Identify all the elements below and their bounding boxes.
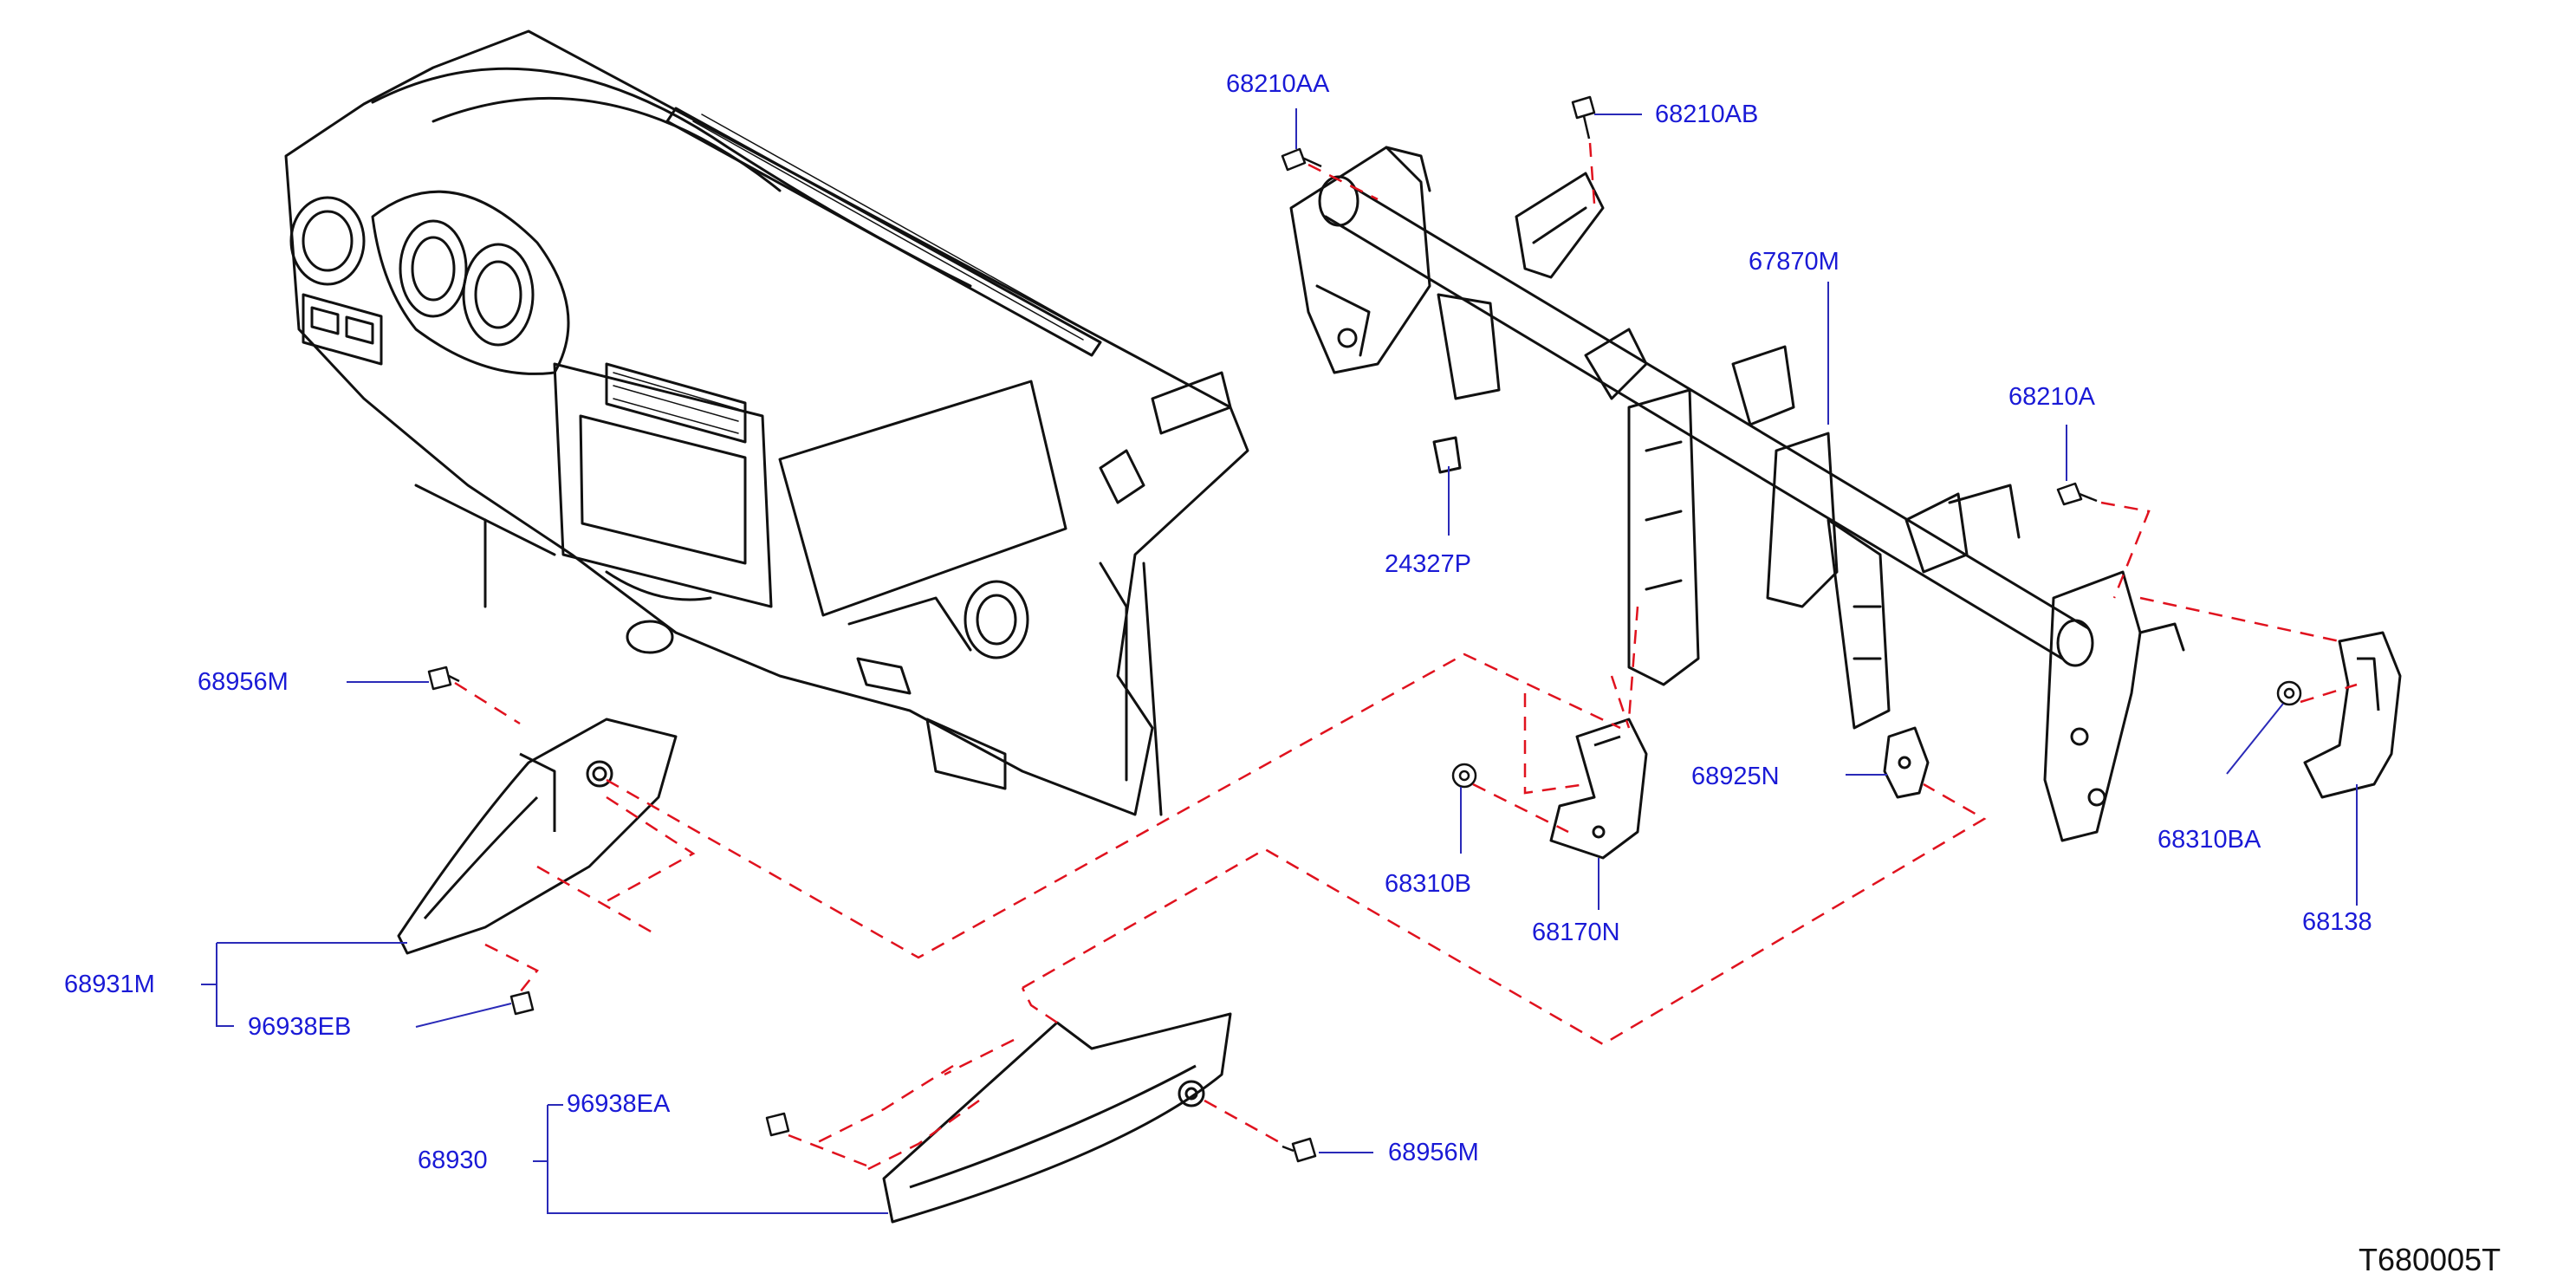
part-label-68931M[interactable]: 68931M [64,971,155,998]
cover-68930-drawing [882,1012,1232,1224]
screw-68956M-top-icon [427,666,460,691]
part-label-67870M[interactable]: 67870M [1749,248,1840,276]
part-label-68210AB[interactable]: 68210AB [1655,101,1759,128]
part-label-68310B[interactable]: 68310B [1385,870,1471,898]
screw-68956M-bottom-icon [1282,1137,1317,1163]
part-label-68925N[interactable]: 68925N [1691,763,1780,790]
part-label-96938EB[interactable]: 96938EB [248,1013,352,1041]
cover-68931M-drawing [397,718,678,955]
bracket-68138-drawing [2303,631,2402,799]
part-label-68170N[interactable]: 68170N [1532,919,1620,946]
bolt-68210A-icon [2056,482,2098,506]
part-label-68210A[interactable]: 68210A [2008,383,2095,411]
nut-68310BA-icon [2276,680,2302,706]
clip-96938EB-icon [509,990,535,1016]
part-label-68210AA[interactable]: 68210AA [1226,70,1330,98]
leader-lines [201,108,2358,1214]
clip-96938EA-icon [765,1112,790,1137]
part-label-68956M-top[interactable]: 68956M [198,668,289,696]
part-label-68930[interactable]: 68930 [418,1146,488,1174]
steering-member-drawing [1289,146,2185,842]
part-label-24327P[interactable]: 24327P [1385,550,1471,578]
nut-68310B-icon [1451,763,1477,789]
bolt-68210AA-icon [1281,147,1322,172]
part-label-68310BA[interactable]: 68310BA [2157,826,2261,854]
bracket-68170N-drawing [1549,718,1648,860]
bracket-68925N-drawing [1883,726,1930,799]
part-label-68138[interactable]: 68138 [2302,908,2372,936]
part-label-96938EA[interactable]: 96938EA [567,1090,671,1118]
fasteners-drawing [427,95,2302,1163]
diagram-id: T680005T [2359,1242,2501,1277]
bolt-68210AB-icon [1571,95,1596,140]
assembly-dashed-lines [454,142,2358,1172]
instrument-panel-drawing [284,29,1249,816]
part-label-68956M-bottom[interactable]: 68956M [1388,1139,1479,1166]
